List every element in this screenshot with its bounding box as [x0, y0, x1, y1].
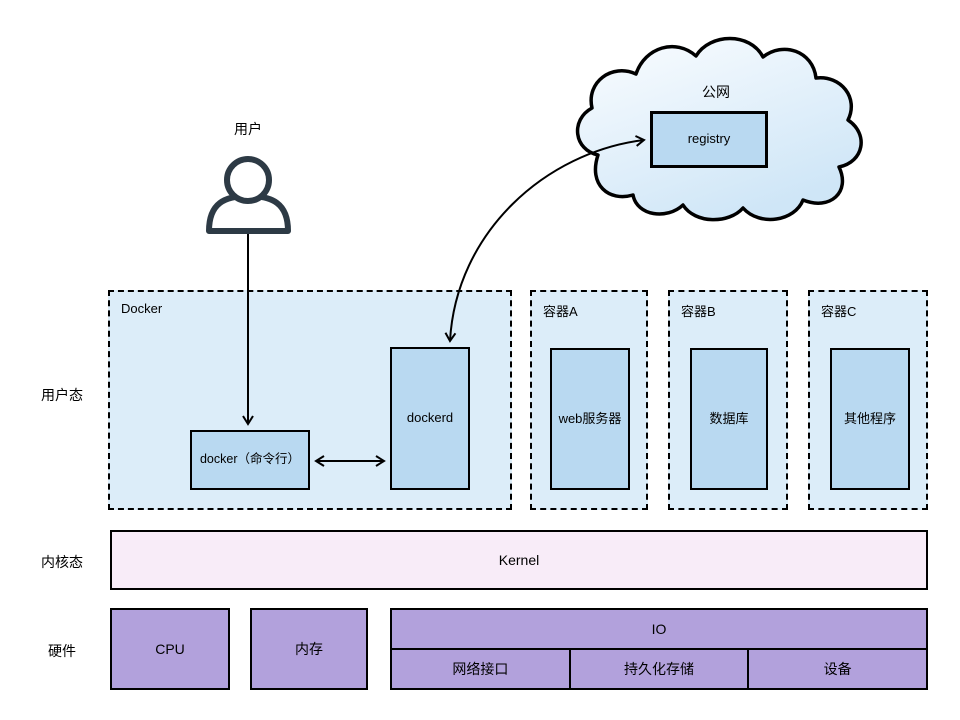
- container-b-app-node: 数据库: [690, 348, 768, 490]
- dockerd-label: dockerd: [406, 410, 454, 426]
- dockerd-node: dockerd: [390, 347, 470, 490]
- io-storage-cell: 持久化存储: [568, 650, 748, 688]
- registry-node: registry: [650, 111, 768, 168]
- cpu-node: CPU: [110, 608, 230, 690]
- layer-label-kernel-mode: 内核态: [41, 554, 83, 570]
- user-label: 用户: [234, 121, 262, 137]
- kernel-label: Kernel: [498, 552, 540, 568]
- container-a-app-label: web服务器: [558, 410, 622, 426]
- layer-label-user-mode: 用户态: [41, 387, 83, 403]
- container-a-app-node: web服务器: [550, 348, 630, 490]
- memory-label: 内存: [295, 641, 323, 657]
- io-device-cell: 设备: [747, 650, 926, 688]
- container-b-label: 容器B: [681, 304, 716, 319]
- io-sub-row: 网络接口 持久化存储 设备: [392, 650, 926, 688]
- container-c-label: 容器C: [821, 304, 857, 319]
- container-a-label: 容器A: [543, 304, 578, 319]
- container-b-app-label: 数据库: [709, 410, 749, 426]
- layer-label-hardware: 硬件: [48, 643, 76, 659]
- kernel-node: Kernel: [110, 530, 928, 590]
- io-label: IO: [392, 610, 926, 650]
- registry-label: registry: [687, 131, 731, 147]
- memory-node: 内存: [250, 608, 368, 690]
- public-network-label: 公网: [702, 84, 730, 100]
- io-node: IO 网络接口 持久化存储 设备: [390, 608, 928, 690]
- io-network-cell: 网络接口: [452, 661, 509, 677]
- container-c-app-label: 其他程序: [843, 410, 896, 426]
- container-c-app-node: 其他程序: [830, 348, 910, 490]
- cpu-label: CPU: [155, 641, 185, 657]
- docker-cli-label: docker（命令行）: [199, 452, 301, 467]
- user-icon: [206, 156, 291, 234]
- docker-group-label: Docker: [121, 301, 163, 316]
- docker-cli-node: docker（命令行）: [190, 430, 310, 490]
